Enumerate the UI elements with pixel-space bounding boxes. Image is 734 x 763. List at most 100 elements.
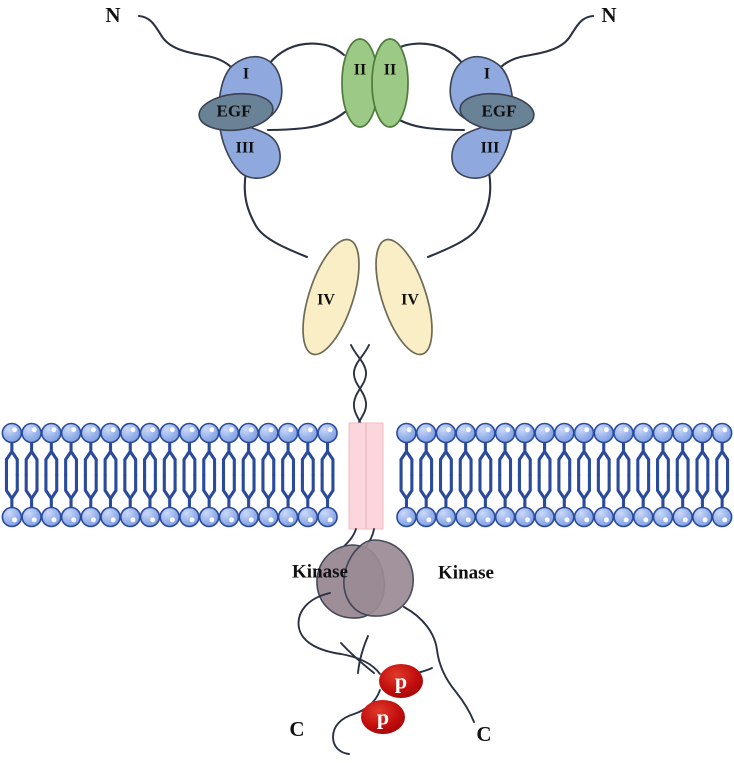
lipid-tail-lower [715, 474, 730, 508]
lipid-upper [632, 422, 654, 476]
lipid-head-upper [258, 422, 279, 444]
lipid-upper [218, 422, 240, 476]
lipid-head-upper [139, 422, 161, 444]
lipid-head-highlight [288, 427, 294, 433]
lipid-head-upper [1, 422, 23, 444]
lipid-tail-lower [498, 474, 513, 508]
lipid-head-upper [277, 422, 299, 444]
lipid-head-lower [534, 506, 555, 528]
lipid-head-upper [179, 422, 200, 444]
lipid-head-highlight [327, 427, 333, 433]
lipid-head-highlight [505, 427, 511, 433]
lipid-head-lower [317, 506, 338, 528]
lipid-head-highlight [71, 517, 77, 523]
lipid-upper [297, 422, 319, 476]
domain-IV-right [375, 238, 433, 356]
lipid-head-upper [435, 422, 457, 444]
kinase-label-left: Kinase [292, 562, 348, 583]
lipid-head-highlight [564, 427, 570, 433]
lipid-head-upper [41, 422, 62, 444]
juxtamembrane-chain-right [353, 344, 370, 428]
phosphate-label-upper: p [395, 669, 407, 694]
lipid-head-lower [258, 506, 279, 528]
lipid-lower [198, 474, 220, 528]
lipid-head-highlight [525, 517, 530, 523]
lipid-tail-upper [438, 442, 453, 476]
lipid-head-upper [159, 422, 181, 444]
lipid-lower [652, 474, 674, 528]
n-terminus-label-left: N [105, 3, 120, 27]
lipid-head-highlight [130, 517, 136, 523]
lipid-head-highlight [406, 517, 412, 523]
lipid-tail-lower [557, 474, 572, 508]
egf-ligand-left [198, 92, 274, 132]
lipid-head-highlight [51, 517, 57, 523]
lipid-tail-upper [498, 442, 513, 476]
lipid-tail-lower [64, 474, 79, 508]
lipid-tail-upper [261, 442, 276, 476]
lipid-head-highlight [446, 517, 452, 523]
domain-linker-lower-left [266, 110, 347, 132]
lipid-head-upper [100, 422, 121, 444]
lipid-tail-upper [202, 442, 217, 476]
lipid-head-lower [159, 506, 181, 528]
n-terminal-chain-left [137, 14, 234, 70]
lipid-head-upper [514, 422, 536, 444]
lipid-head-highlight [603, 427, 609, 433]
lipid-head-highlight [682, 517, 688, 523]
domain-I-label-right: I [484, 66, 490, 83]
lipid-head-lower [297, 506, 319, 528]
lipid-head-highlight [702, 517, 708, 523]
lipid-head-highlight [268, 427, 274, 433]
lipid-upper [258, 422, 279, 476]
lipid-head-lower [80, 506, 102, 528]
lipid-head-upper [80, 422, 102, 444]
lipid-head-upper [396, 422, 417, 444]
lipid-lower [297, 474, 319, 528]
lipid-head-highlight [308, 427, 313, 433]
lipid-tail-lower [675, 474, 690, 508]
lipid-tail-lower [143, 474, 157, 508]
lipid-tail-upper [4, 442, 19, 476]
domain-I-label-left: I [243, 66, 249, 83]
lipid-head-highlight [485, 427, 491, 433]
transmembrane-helix-left [348, 422, 367, 530]
lipid-head-highlight [663, 427, 669, 433]
lipid-tail-lower [537, 474, 552, 508]
lipid-lower [632, 474, 654, 528]
lipid-head-highlight [268, 517, 274, 523]
membrane-upper-leaflet [1, 422, 733, 476]
c-terminus-label-right: C [476, 722, 491, 746]
lipid-head-highlight [406, 427, 412, 433]
lipid-tail-lower [4, 474, 19, 508]
lipid-head-lower [139, 506, 161, 528]
domain-II-right [371, 38, 409, 128]
egf-label-left: EGF [217, 102, 252, 121]
lipid-head-highlight [209, 427, 215, 433]
lipid-tail-upper [675, 442, 690, 476]
lipid-head-lower [119, 506, 141, 528]
domain-IV-label-right: IV [401, 292, 419, 309]
lipid-head-highlight [446, 427, 452, 433]
lipid-head-lower [553, 506, 575, 528]
lipid-tail-upper [577, 442, 591, 476]
lipid-lower [80, 474, 102, 528]
lipid-head-lower [21, 506, 42, 528]
lipid-tail-lower [300, 474, 315, 508]
lipid-lower [692, 474, 713, 528]
lipid-head-lower [100, 506, 121, 528]
lipid-head-upper [415, 422, 437, 444]
lipid-lower [277, 474, 299, 528]
lipid-upper [317, 422, 338, 476]
lipid-head-upper [218, 422, 240, 444]
lipid-tail-upper [616, 442, 631, 476]
lipid-tail-lower [103, 474, 118, 508]
lipid-tail-upper [162, 442, 177, 476]
lipid-head-lower [198, 506, 220, 528]
lipid-upper [711, 422, 733, 476]
lipid-tail-lower [202, 474, 217, 508]
lipid-tail-lower [162, 474, 177, 508]
lipid-head-lower [60, 506, 82, 528]
